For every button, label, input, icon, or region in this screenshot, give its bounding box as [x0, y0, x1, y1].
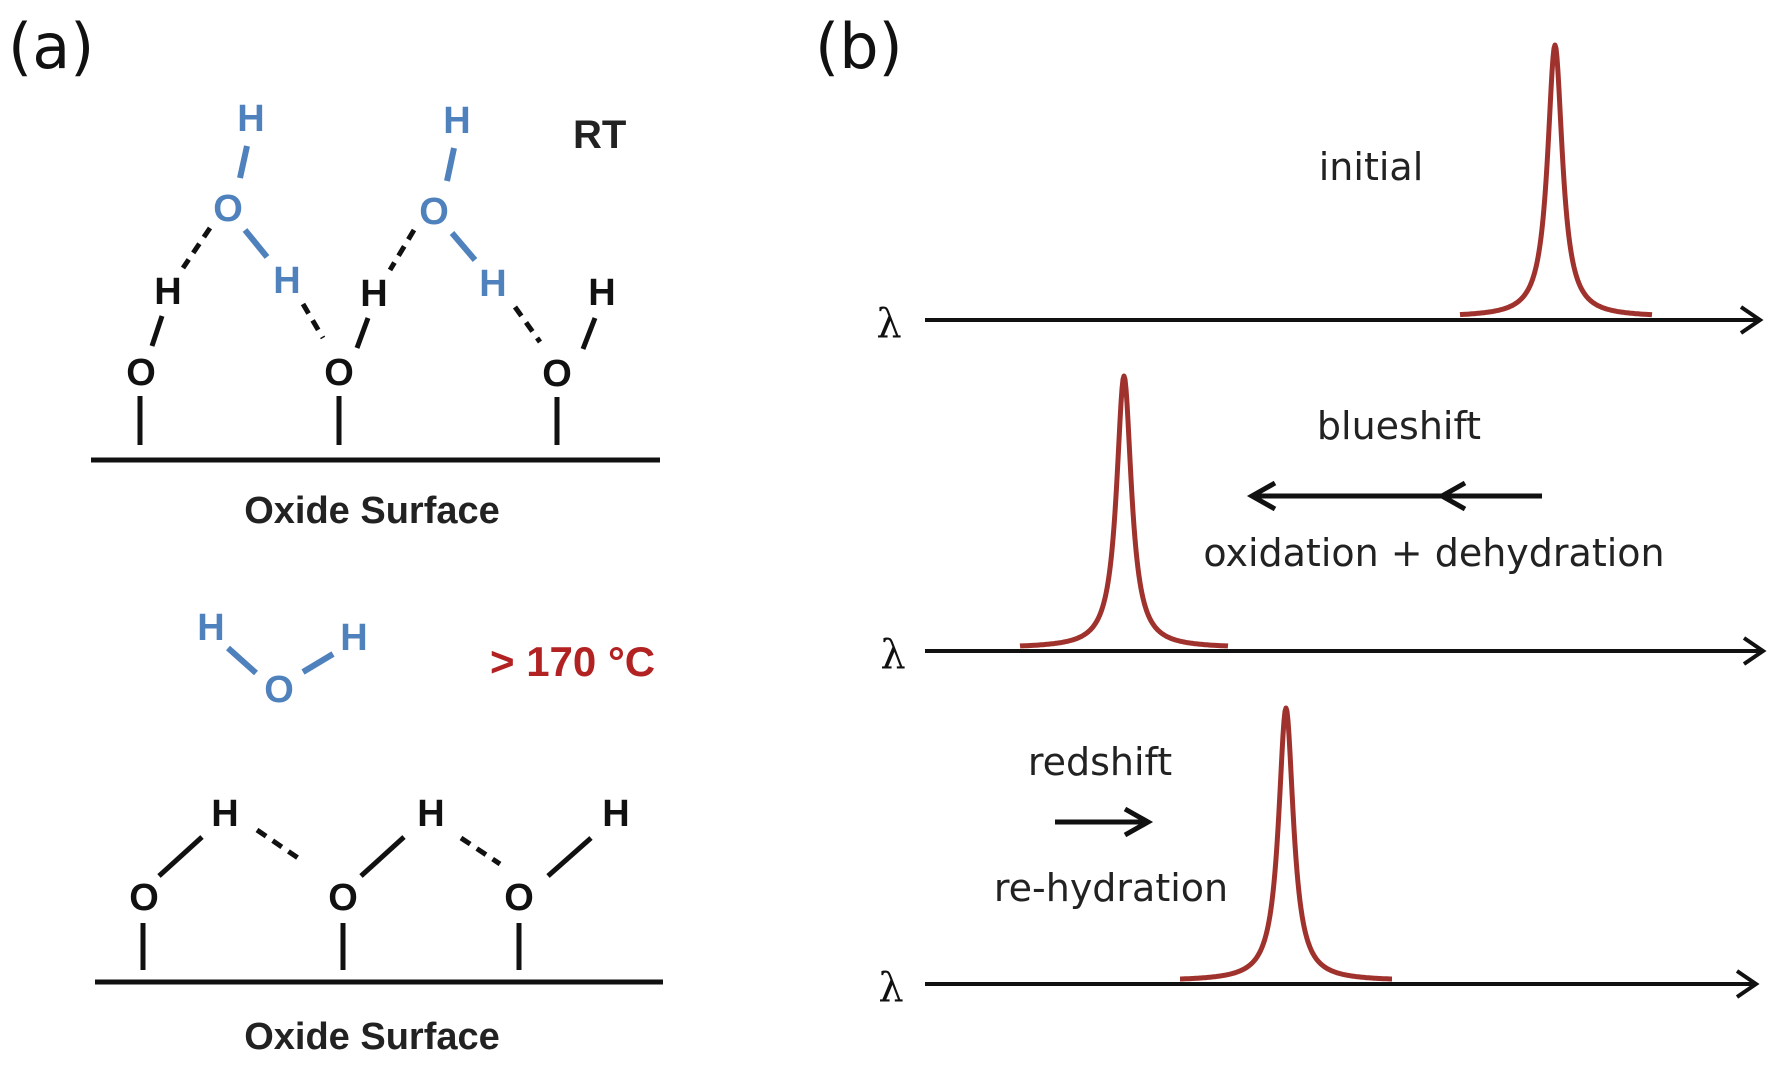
spectrum-blueshift: blueshift oxidation + dehydration λ — [880, 373, 1767, 678]
spectrum-initial: initial λ — [876, 42, 1764, 347]
hydrogen-bond — [387, 228, 417, 272]
water-1-bond-top — [237, 145, 250, 179]
desorbed-water-bond-left — [226, 645, 258, 676]
blueshift-arrowhead-back — [1436, 480, 1467, 512]
surface-2-oxygen: O — [328, 877, 358, 919]
desorbed-water-hydrogen-left: H — [197, 607, 224, 649]
water-1-hydrogen-top: H — [237, 98, 264, 140]
high-temperature-condition-label: > 170 °C — [490, 638, 655, 685]
desorbed-water-bond-right — [301, 651, 335, 675]
rt-scheme: RT H O H H O H H O H O H O Oxid — [91, 98, 660, 532]
redshift-label: redshift — [1028, 740, 1172, 784]
surface-2-hydrogen: H — [417, 793, 444, 835]
hydrogen-bond — [512, 305, 543, 344]
oxide-surface-caption: Oxide Surface — [244, 1016, 500, 1058]
surface-3-hydrogen: H — [588, 272, 615, 314]
wavelength-axis-symbol: λ — [878, 965, 903, 1011]
wavelength-axis-symbol: λ — [876, 301, 901, 347]
surface-1-oxygen: O — [129, 877, 159, 919]
high-temperature-scheme: > 170 °C H O H H O H O H O Oxide Surface — [95, 607, 663, 1058]
surface-2-oxygen: O — [324, 352, 354, 394]
panel-b-label: (b) — [815, 10, 903, 83]
oxidation-dehydration-label: oxidation + dehydration — [1203, 531, 1664, 575]
oxide-surface-caption: Oxide Surface — [244, 490, 500, 532]
re-hydration-label: re-hydration — [994, 866, 1228, 910]
desorbed-water-hydrogen-right: H — [340, 617, 367, 659]
water-1-oxygen: O — [213, 188, 243, 230]
water-2-hydrogen-bottom: H — [479, 263, 506, 305]
water-2-oxygen: O — [419, 191, 449, 233]
wavelength-axis-symbol: λ — [880, 632, 905, 678]
surface-2-oh-bond — [354, 317, 371, 349]
water-1-bond-bottom — [242, 228, 270, 259]
axis-arrowhead — [1739, 305, 1764, 335]
surface-3-oxygen: O — [542, 353, 572, 395]
water-2-bond-top — [444, 147, 457, 182]
desorbed-water-oxygen: O — [264, 669, 294, 711]
water-2-hydrogen-top: H — [443, 100, 470, 142]
surface-3-oh-bond — [546, 836, 593, 878]
water-2-bond-bottom — [449, 231, 478, 262]
surface-1-oh-bond — [157, 835, 204, 878]
resonance-peak — [1178, 705, 1394, 982]
surface-2-hydrogen: H — [360, 273, 387, 315]
resonance-peak — [1458, 42, 1654, 318]
resonance-peak — [1018, 373, 1230, 649]
axis-arrowhead — [1742, 636, 1767, 666]
initial-label: initial — [1319, 145, 1424, 189]
spectrum-redshift: redshift re-hydration λ — [878, 705, 1760, 1011]
hydrogen-bond — [255, 827, 306, 865]
surface-3-oxygen: O — [504, 877, 534, 919]
hydrogen-bond — [300, 302, 326, 340]
surface-3-hydrogen: H — [602, 793, 629, 835]
surface-1-oh-bond — [149, 315, 165, 347]
panel-a-label: (a) — [8, 10, 94, 83]
hydrogen-bond — [459, 835, 502, 867]
water-1-hydrogen-bottom: H — [273, 260, 300, 302]
blueshift-arrowhead-front — [1246, 480, 1277, 512]
redshift-arrowhead — [1123, 806, 1154, 838]
hydrogen-bond — [180, 226, 213, 270]
axis-arrowhead — [1735, 969, 1760, 999]
surface-3-oh-bond — [580, 317, 598, 350]
rt-condition-label: RT — [573, 113, 626, 157]
blueshift-label: blueshift — [1317, 404, 1481, 448]
surface-1-oxygen: O — [126, 352, 156, 394]
surface-1-hydrogen: H — [154, 271, 181, 313]
surface-2-oh-bond — [359, 835, 406, 878]
surface-1-hydrogen: H — [211, 793, 238, 835]
